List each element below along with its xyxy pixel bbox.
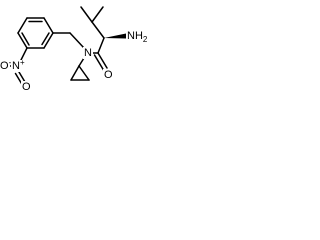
bond-isopropyl-methyl-b [91,6,104,23]
bond-nitro-o-double-b [14,72,23,85]
nitro-oxygen-minus-label: O- [0,58,12,73]
amine-nh2-label: NH2 [127,30,148,44]
bonds [8,6,126,85]
chemical-structure: NH2 N O N+ O- O [0,6,148,93]
bond-amide-n-methylene [69,32,85,49]
nitro-minus-charge: - [9,58,12,67]
bond-isopropyl-alpha [91,21,105,39]
bond-cyclopropyl-a [70,65,80,81]
bond-ring-inner-3 [41,32,50,46]
nitro-plus-charge: + [20,58,25,67]
amine-subscript: 2 [143,35,148,44]
bond-ring-3 [17,17,28,34]
carbonyl-oxygen-label: O [104,69,113,81]
bond-carbonyl-double-b [93,54,105,71]
bond-cyclopropyl-b [78,65,90,81]
bond-ring-4 [17,32,28,49]
bond-ring-1 [43,17,54,34]
amide-nitrogen-label: N [84,47,92,59]
bond-ring-6 [43,32,54,49]
bond-ring-nitro [19,47,28,63]
bond-alpha-carbonyl [97,37,105,54]
bond-carbonyl-double-a [97,52,108,69]
bond-amide-n-cyclopropyl [78,57,85,67]
bond-stereo-wedge [104,33,126,39]
bond-nitro-o-double-a [18,71,26,83]
atom-labels: NH2 N O N+ O- O [0,30,148,93]
bond-isopropyl-methyl-a [80,6,93,23]
bond-ring-inner-2 [21,32,30,46]
nitro-nitrogen-label: N+ [12,58,25,73]
nitro-oxygen-double-label: O [22,81,31,93]
